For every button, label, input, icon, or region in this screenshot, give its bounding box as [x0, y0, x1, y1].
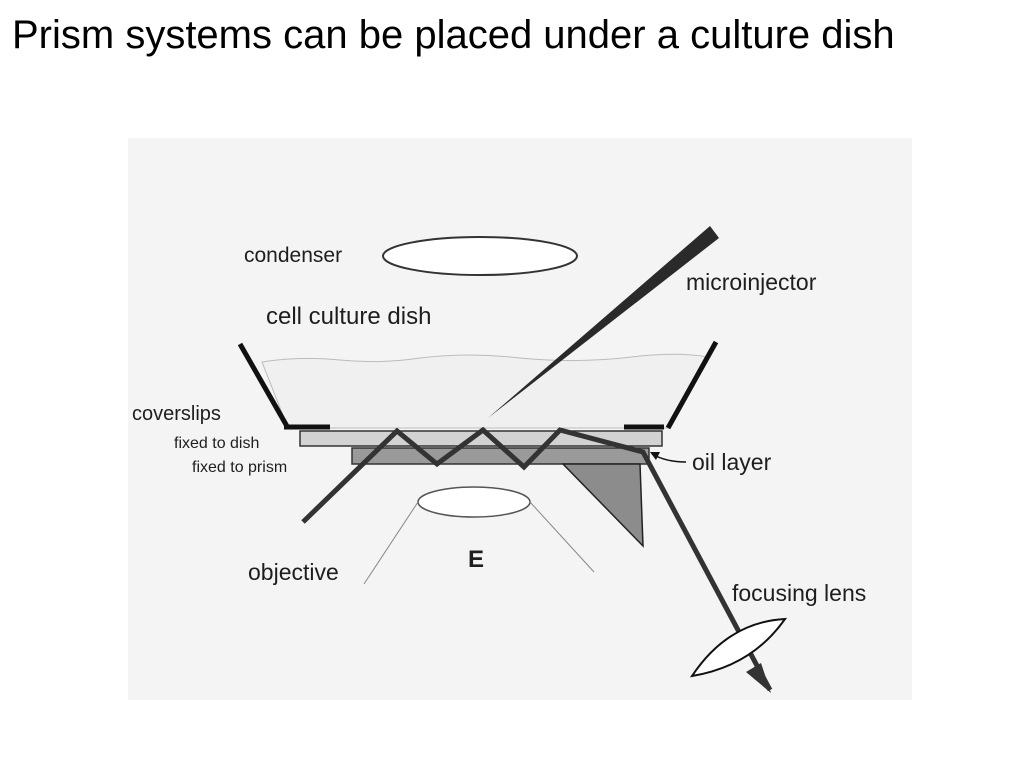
- focusing-lens: [689, 617, 788, 678]
- label-oil-layer: oil layer: [692, 449, 772, 475]
- oil-layer-pointer-arrowhead: [650, 452, 660, 460]
- panel-letter: E: [468, 546, 484, 573]
- objective-cone-left: [363, 501, 419, 585]
- light-beam: [301, 426, 773, 692]
- condenser-lens: [382, 236, 578, 276]
- microinjector-needle: [488, 226, 719, 418]
- label-focusing-lens: focusing lens: [732, 580, 866, 606]
- label-condenser: condenser: [244, 244, 342, 267]
- label-fixed-to-dish: fixed to dish: [174, 435, 259, 452]
- label-microinjector: microinjector: [686, 269, 817, 295]
- culture-medium: [261, 353, 709, 429]
- objective-cone-right: [529, 501, 595, 573]
- label-coverslips: coverslips: [132, 403, 221, 425]
- coverslip-fixed-to-prism: [351, 447, 650, 465]
- label-fixed-to-prism: fixed to prism: [192, 459, 287, 476]
- dish-wall-left: [237, 342, 291, 430]
- slide-title: Prism systems can be placed under a cult…: [12, 13, 895, 57]
- beam-arrowhead: [746, 663, 771, 693]
- label-objective: objective: [248, 559, 339, 585]
- prism: [561, 463, 644, 548]
- objective-lens: [417, 486, 531, 518]
- dish-wall-right: [665, 340, 719, 430]
- label-cell-culture-dish: cell culture dish: [266, 303, 431, 330]
